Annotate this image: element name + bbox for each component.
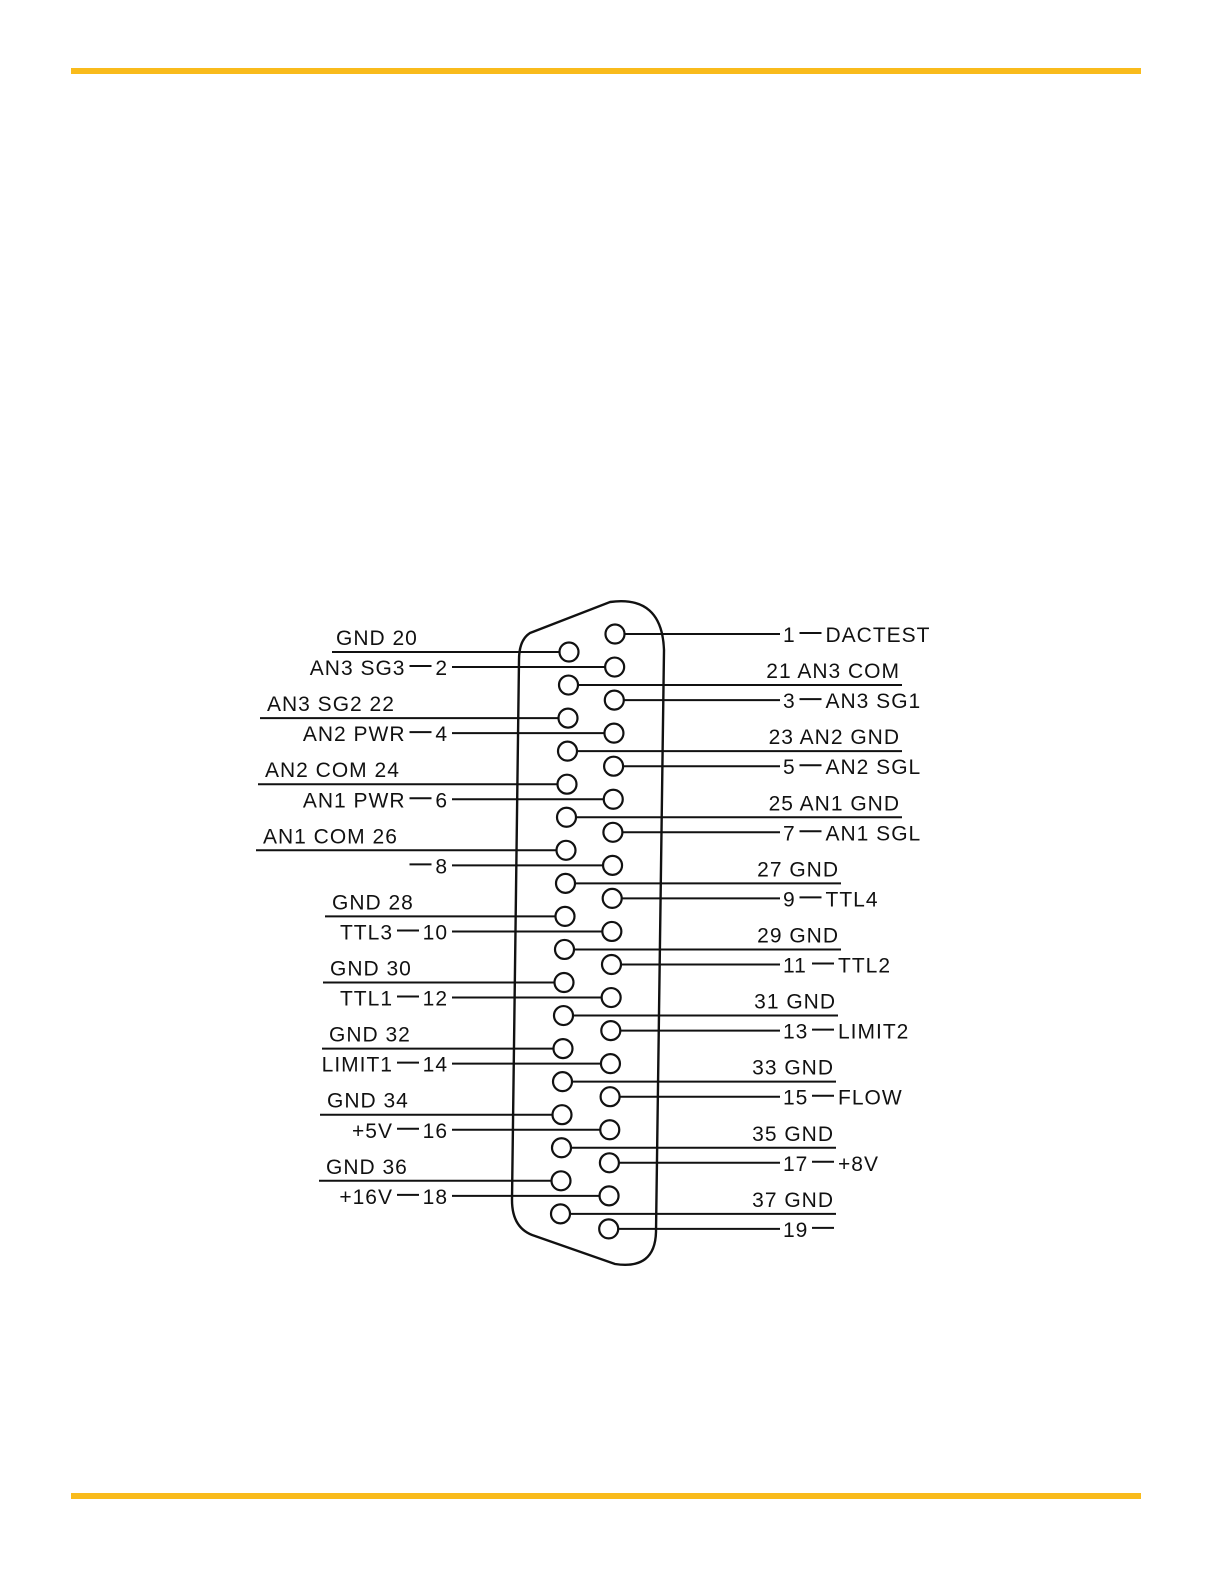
pin-1-number: 1 [783, 624, 796, 647]
pin-9-signal: TTL4 [826, 888, 879, 911]
pin-8-number: 8 [435, 855, 448, 878]
pin-12-signal: TTL1 [340, 988, 393, 1011]
pin-23-label: 23 AN2 GND [769, 726, 900, 749]
pin-3-signal: AN3 SG1 [826, 690, 922, 713]
pin-2-number: 2 [435, 657, 448, 680]
pin-4-number: 4 [435, 723, 448, 746]
pin-19-contact [598, 1218, 620, 1240]
pin-34-contact [551, 1104, 573, 1126]
pin-30-contact [553, 971, 575, 994]
pin-28-contact [554, 905, 576, 928]
pin-17-number: 17 [783, 1153, 808, 1176]
connector-shell [510, 600, 666, 1266]
pin-15-number: 15 [783, 1087, 808, 1110]
pin-17-signal: +8V [838, 1153, 879, 1176]
pin-6-contact [602, 788, 624, 810]
pin-37-contact [549, 1203, 572, 1225]
pin-21-label: 21 AN3 COM [766, 660, 900, 683]
pin-7-contact [602, 821, 624, 843]
pin-11-contact [600, 953, 623, 976]
pin-24-label: AN2 COM 24 [265, 759, 400, 782]
pin-18-contact [598, 1185, 620, 1207]
pin-9-number: 9 [783, 888, 796, 911]
pin-22-contact [557, 707, 579, 729]
pin-2-contact [604, 656, 626, 678]
pin-3-number: 3 [783, 690, 796, 713]
pin-1-signal: DACTEST [826, 624, 931, 647]
pin-4-contact [603, 722, 625, 744]
pin-27-contact [554, 872, 577, 894]
pin-29-contact [553, 938, 576, 961]
pin-36-contact [550, 1170, 572, 1192]
pin-8-contact [601, 854, 624, 876]
pin-33-contact [551, 1071, 574, 1093]
pin-6-number: 6 [435, 789, 448, 812]
pin-31-contact [552, 1004, 575, 1027]
pin-34-label: GND 34 [327, 1090, 409, 1113]
pin-25-contact [555, 806, 578, 828]
pin-3-contact [603, 689, 625, 711]
pin-15-signal: FLOW [838, 1087, 903, 1110]
pin-37-label: 37 GND [752, 1189, 834, 1212]
pin-13-signal: LIMIT2 [838, 1021, 909, 1044]
pin-5-signal: AN2 SGL [826, 756, 922, 779]
pin-13-contact [600, 1019, 622, 1042]
pin-11-signal: TTL2 [838, 955, 891, 978]
pin-15-contact [599, 1086, 621, 1108]
pin-35-label: 35 GND [752, 1123, 834, 1146]
pin-20-label: GND 20 [336, 627, 418, 650]
pin-5-contact [602, 755, 625, 777]
pin-21-contact [557, 674, 580, 696]
pin-26-contact [555, 839, 577, 861]
pin-14-number: 14 [423, 1054, 448, 1077]
pin-20-contact [558, 641, 580, 663]
pin-18-signal: +16V [339, 1186, 393, 1209]
pin-5-number: 5 [783, 756, 796, 779]
pin-9-contact [601, 887, 623, 910]
pin-29-label: 29 GND [757, 924, 839, 947]
pin-32-contact [552, 1037, 574, 1060]
pin-25-label: 25 AN1 GND [769, 792, 900, 815]
pin-28-label: GND 28 [332, 891, 414, 914]
pin-14-contact [599, 1053, 622, 1075]
top-rule [71, 68, 1141, 74]
pin-22-label: AN3 SG2 22 [267, 693, 395, 716]
pin-4-signal: AN2 PWR [303, 723, 406, 746]
pin-16-signal: +5V [352, 1120, 393, 1143]
pin-7-signal: AN1 SGL [826, 822, 922, 845]
pin-2-signal: AN3 SG3 [310, 657, 406, 680]
pin-32-label: GND 32 [329, 1024, 411, 1047]
pin-6-signal: AN1 PWR [303, 789, 406, 812]
pin-10-signal: TTL3 [340, 921, 393, 944]
pin-13-number: 13 [783, 1021, 808, 1044]
pin-11-number: 11 [783, 955, 807, 978]
pin-24-contact [556, 773, 578, 795]
pin-33-label: 33 GND [752, 1057, 834, 1080]
pin-27-label: 27 GND [757, 858, 839, 881]
pin-16-number: 16 [423, 1120, 448, 1143]
pin-7-number: 7 [783, 822, 796, 845]
pin-36-label: GND 36 [326, 1156, 408, 1179]
pin-35-contact [550, 1137, 573, 1159]
pin-18-number: 18 [423, 1186, 448, 1209]
pin-12-contact [600, 986, 622, 1009]
pin-23-contact [556, 740, 579, 762]
pin-14-signal: LIMIT1 [322, 1054, 393, 1077]
pin-16-contact [599, 1119, 621, 1141]
pin-30-label: GND 30 [330, 958, 412, 981]
pin-12-number: 12 [423, 988, 448, 1011]
pin-19-number: 19 [783, 1219, 808, 1242]
pin-26-label: AN1 COM 26 [263, 825, 398, 848]
pin-17-contact [598, 1152, 621, 1174]
pin-10-contact [601, 920, 623, 943]
pin-10-number: 10 [423, 921, 448, 944]
pin-1-contact [604, 623, 626, 645]
pin-31-label: 31 GND [754, 991, 836, 1014]
bottom-rule [71, 1493, 1141, 1499]
